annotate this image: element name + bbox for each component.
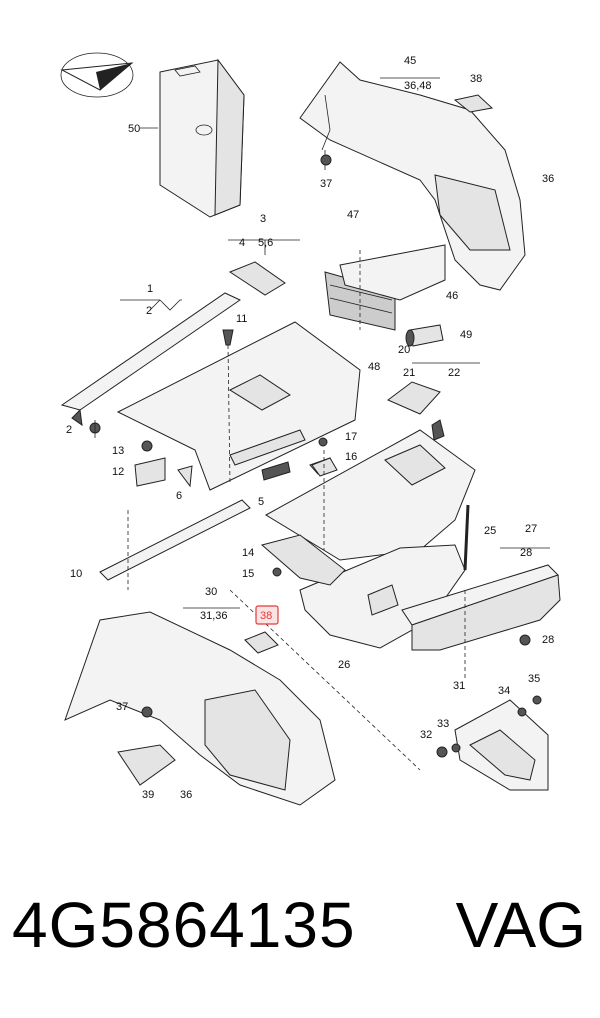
- callout-17: 17: [345, 431, 357, 443]
- callout-12: 12: [112, 466, 124, 478]
- callout-36-bottom: 36: [180, 789, 192, 801]
- side-bracket-part: [436, 695, 549, 791]
- callout-48: 48: [368, 361, 380, 373]
- callout-2-top: 2: [146, 305, 152, 317]
- callout-39: 39: [142, 789, 154, 801]
- bracket-part: [260, 534, 346, 586]
- callout-3-sub: 5,6: [258, 237, 273, 249]
- callout-30-sub: 31,36: [200, 610, 228, 622]
- floor-panel-part: [116, 321, 361, 491]
- callout-16: 16: [345, 451, 357, 463]
- sill-trim-part: [401, 564, 561, 651]
- callout-4: 4: [239, 237, 245, 249]
- highlighted-callout-38: 38: [255, 605, 279, 625]
- callout-32: 32: [420, 729, 432, 741]
- callout-35: 35: [528, 673, 540, 685]
- rail-part: [99, 499, 251, 581]
- callout-labels: 50 45 36,48 38 37 36 47 3 4 5,6 46 1 2 1…: [66, 55, 554, 801]
- callout-34: 34: [498, 685, 510, 697]
- callout-37-bottom: 37: [116, 701, 128, 713]
- orientation-arrow-icon: [60, 52, 134, 98]
- callout-2-bottom: 2: [66, 424, 72, 436]
- callout-28-top: 28: [520, 547, 532, 559]
- callout-1: 1: [147, 283, 153, 295]
- suitcase-part: [140, 58, 245, 218]
- callout-10: 10: [70, 568, 82, 580]
- side-trim-upper-part: [299, 61, 526, 291]
- callout-30: 30: [205, 586, 217, 598]
- callout-25: 25: [484, 525, 496, 537]
- callout-13: 13: [112, 445, 124, 457]
- parts-exploded-diagram: 50 45 36,48 38 37 36 47 3 4 5,6 46 1 2 1…: [60, 52, 561, 806]
- callout-38-highlighted: 38: [260, 610, 272, 622]
- luggage-net-part: [324, 244, 446, 331]
- callout-15: 15: [242, 568, 254, 580]
- callout-6: 6: [176, 490, 182, 502]
- callout-14: 14: [242, 547, 254, 559]
- cover-flap-part: [228, 261, 286, 296]
- callout-36-right: 36: [542, 173, 554, 185]
- callout-47: 47: [347, 209, 359, 221]
- callout-5: 5: [258, 496, 264, 508]
- callout-33: 33: [437, 718, 449, 730]
- callout-11: 11: [236, 313, 247, 325]
- storage-lid-part: [387, 381, 445, 441]
- grommet-part: [311, 457, 338, 477]
- callout-46: 46: [446, 290, 458, 302]
- callout-27: 27: [525, 523, 537, 535]
- callout-37-top: 37: [320, 178, 332, 190]
- callout-20: 20: [398, 344, 410, 356]
- part-number: 4G5864135: [12, 889, 356, 961]
- callout-22: 22: [448, 367, 460, 379]
- callout-45: 45: [404, 55, 416, 67]
- callout-28-bottom: 28: [542, 634, 554, 646]
- callout-49: 49: [460, 329, 472, 341]
- callout-21: 21: [403, 367, 415, 379]
- callout-26: 26: [338, 659, 350, 671]
- callout-45-sub: 36,48: [404, 80, 432, 92]
- brand-label: VAG: [455, 889, 586, 961]
- callout-50: 50: [128, 123, 140, 135]
- screw-lower-part: [141, 706, 153, 718]
- long-bolt-part: [463, 504, 470, 571]
- callout-38-top: 38: [470, 73, 482, 85]
- callout-3: 3: [260, 213, 266, 225]
- bolt-part: [405, 324, 444, 347]
- small-panel-part: [117, 744, 176, 786]
- callout-31: 31: [453, 680, 465, 692]
- side-trim-lower-part: [64, 611, 336, 806]
